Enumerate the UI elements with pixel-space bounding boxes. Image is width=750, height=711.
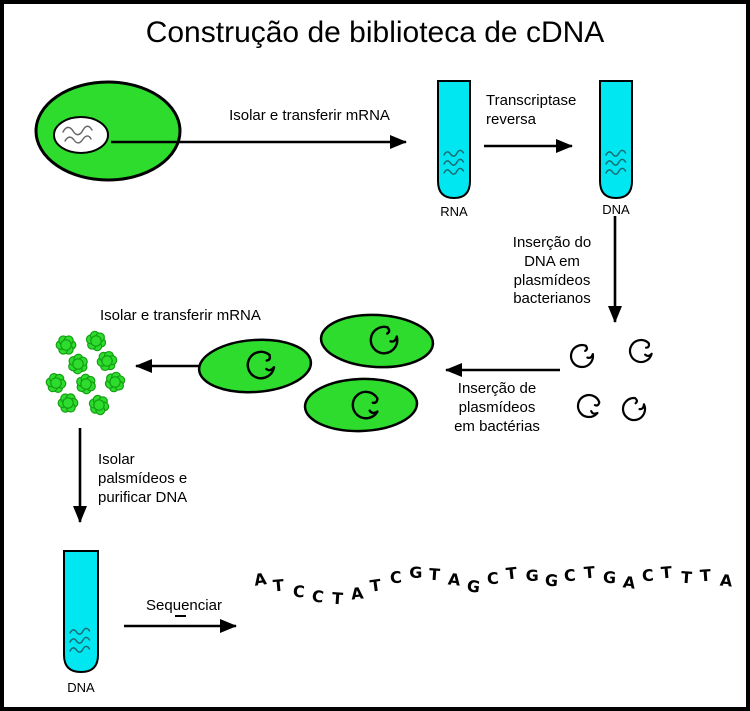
sequence-letter: A (350, 583, 365, 604)
diagram-art (34, 80, 653, 674)
label-dna-tube-top: DNA (602, 202, 630, 217)
tube-squiggle (69, 645, 91, 653)
sequence-letter: T (272, 575, 286, 596)
sequence-letter: G (525, 566, 539, 585)
tube-squiggle (605, 149, 627, 157)
bacteria-colony (55, 335, 77, 355)
plasmid (369, 325, 399, 355)
tube-squiggle (443, 149, 465, 157)
sequence-letter: T (369, 575, 383, 596)
dna-tube-body (599, 80, 633, 200)
label-isolate-plasmids: Isolar palsmídeos e purificar DNA (98, 451, 188, 506)
sequence-letter: A (621, 572, 637, 593)
sequence-letter: C (641, 565, 655, 586)
sequence-letter: T (699, 565, 712, 586)
plasmid-group (569, 338, 653, 422)
label-insert-plasmids-bacteria: Inserção de plasmídeos em bactérias (454, 380, 540, 435)
bacteria-colony (85, 330, 107, 352)
plasmid (628, 338, 653, 364)
bacteria-colony (68, 353, 88, 375)
page-title: Construção de biblioteca de cDNA (145, 16, 605, 49)
tube-squiggle (443, 167, 465, 175)
sequence-letter: A (718, 570, 733, 591)
sequence-letter: C (310, 586, 326, 607)
label-isolate-mrna-top: Isolar e transferir mRNA (229, 107, 390, 124)
label-sequence: Sequenciar (146, 597, 222, 614)
sequence-letter: T (660, 562, 674, 583)
bacteria-colony (76, 373, 96, 395)
tube-squiggle (69, 636, 91, 644)
bacterium-body (303, 377, 419, 433)
bacterium-body (197, 338, 313, 394)
bacteria-group (197, 313, 435, 433)
sequence-letter: A (447, 569, 462, 590)
bacteria-colony (88, 394, 110, 416)
bacterium-with-plasmid (319, 313, 435, 369)
bacteria-colony (57, 393, 79, 413)
sequence-letter: G (466, 576, 482, 597)
plasmid (576, 393, 601, 419)
dna-tube-body (63, 550, 99, 674)
sequence-letter: C (388, 567, 403, 588)
rna-test-tube (437, 80, 471, 200)
colony-cluster (45, 330, 126, 416)
sequence-letter: C (291, 581, 306, 602)
label-insert-dna-plasmids: Inserção do DNA em plasmídeos bacteriano… (512, 234, 592, 308)
sequence-letter: T (427, 564, 441, 585)
nucleus-dna-squiggle (62, 125, 93, 136)
tube-squiggle (443, 158, 465, 166)
sequence-letter: T (330, 588, 344, 609)
plasmid (351, 390, 379, 420)
tube-squiggle (69, 627, 91, 635)
sequence-letter: C (563, 565, 577, 586)
bacterium-body (319, 313, 435, 369)
bacterium-with-plasmid (197, 338, 313, 394)
sequence-letter: G (409, 563, 423, 582)
label-reverse-transcriptase: Transcriptase reversa (486, 92, 577, 128)
cell-nucleus (53, 116, 109, 154)
sequence-letter: A (252, 569, 268, 590)
sequence-letter: T (505, 563, 519, 584)
plasmid (569, 343, 595, 369)
bacterium-with-plasmid (303, 377, 419, 433)
underline-mark (175, 615, 186, 617)
sequence-letter: T (582, 562, 596, 583)
sequence-letter: C (486, 568, 500, 589)
bacteria-colony (96, 350, 118, 372)
label-isolate-mrna-mid: Isolar e transferir mRNA (100, 307, 261, 324)
tube-squiggle (605, 167, 627, 175)
sequence-letter: T (680, 567, 693, 588)
bacteria-colony (104, 371, 126, 393)
nucleus-dna-squiggle (64, 135, 92, 144)
label-rna-tube: RNA (440, 204, 468, 219)
tube-squiggle (605, 158, 627, 166)
sequence-letter: G (544, 570, 559, 591)
cell-shape (34, 80, 182, 182)
rna-tube-body (437, 80, 471, 200)
plasmid (621, 396, 647, 422)
dna-test-tube-bottom (63, 550, 99, 674)
plasmid (246, 350, 276, 380)
sequence-letter: G (602, 567, 617, 588)
bacteria-colony (45, 372, 67, 394)
label-dna-tube-bottom: DNA (67, 680, 95, 695)
dna-test-tube-top (599, 80, 633, 200)
